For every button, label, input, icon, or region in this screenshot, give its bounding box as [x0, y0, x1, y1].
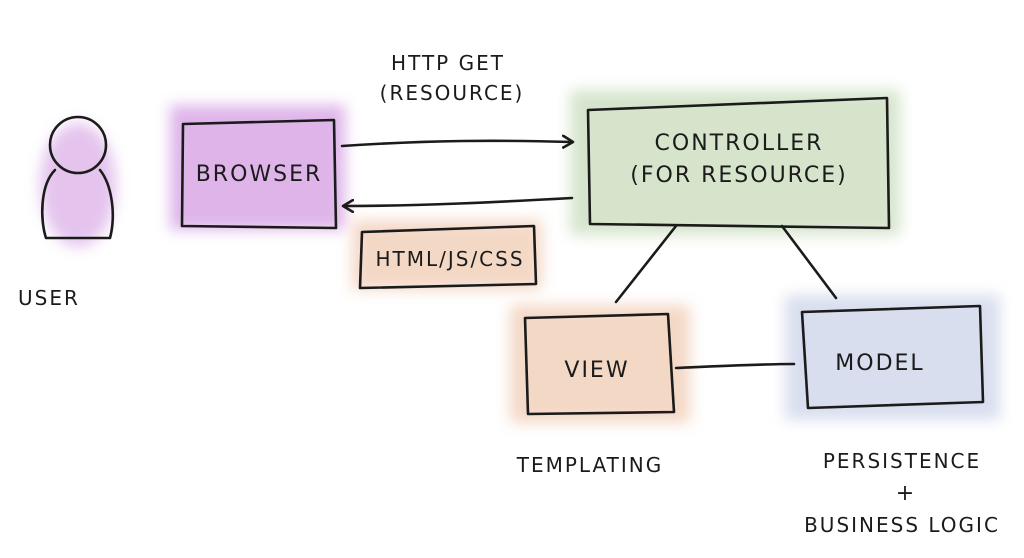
model-box: [800, 304, 985, 410]
model-note-line2: BUSINESS LOGIC: [804, 513, 1000, 537]
request-arrow: [340, 141, 572, 146]
controller-color-wash: [570, 90, 900, 235]
controller-view-connector: [614, 224, 678, 304]
request-label-line1: HTTP GET: [391, 51, 505, 75]
view-box: [523, 312, 676, 416]
model-note-plus: +: [896, 481, 916, 506]
view-model-connector: [674, 362, 796, 370]
user-icon: [41, 115, 115, 240]
browser-color-wash: [170, 105, 345, 230]
browser-label: BROWSER: [196, 162, 323, 187]
response-edge: HTML/JS/CSS: [344, 196, 574, 290]
browser-node: BROWSER: [170, 105, 345, 230]
browser-box: [180, 118, 338, 230]
response-arrow: [344, 196, 574, 206]
controller-label-line1: CONTROLLER: [655, 131, 824, 156]
controller-model-connector: [780, 224, 838, 300]
request-edge: HTTP GET (RESOURCE): [340, 51, 572, 146]
response-label: HTML/JS/CSS: [375, 247, 524, 271]
view-node: VIEW: [510, 305, 690, 423]
model-label: MODEL: [835, 351, 924, 376]
controller-label-line2: (FOR RESOURCE): [630, 163, 847, 188]
user-color-wash: [40, 123, 116, 247]
user-label: USER: [18, 286, 80, 310]
model-note-line1: PERSISTENCE: [823, 449, 981, 473]
response-label-box: [358, 224, 538, 290]
view-label: VIEW: [564, 358, 629, 383]
controller-box: [586, 96, 891, 230]
user-node: USER: [18, 115, 116, 310]
model-node: MODEL: [785, 295, 1000, 420]
model-color-wash: [785, 295, 1000, 420]
controller-node: CONTROLLER (FOR RESOURCE): [570, 90, 900, 235]
view-note: TEMPLATING: [516, 453, 663, 477]
request-label-line2: (RESOURCE): [380, 81, 525, 105]
view-color-wash: [510, 305, 690, 423]
